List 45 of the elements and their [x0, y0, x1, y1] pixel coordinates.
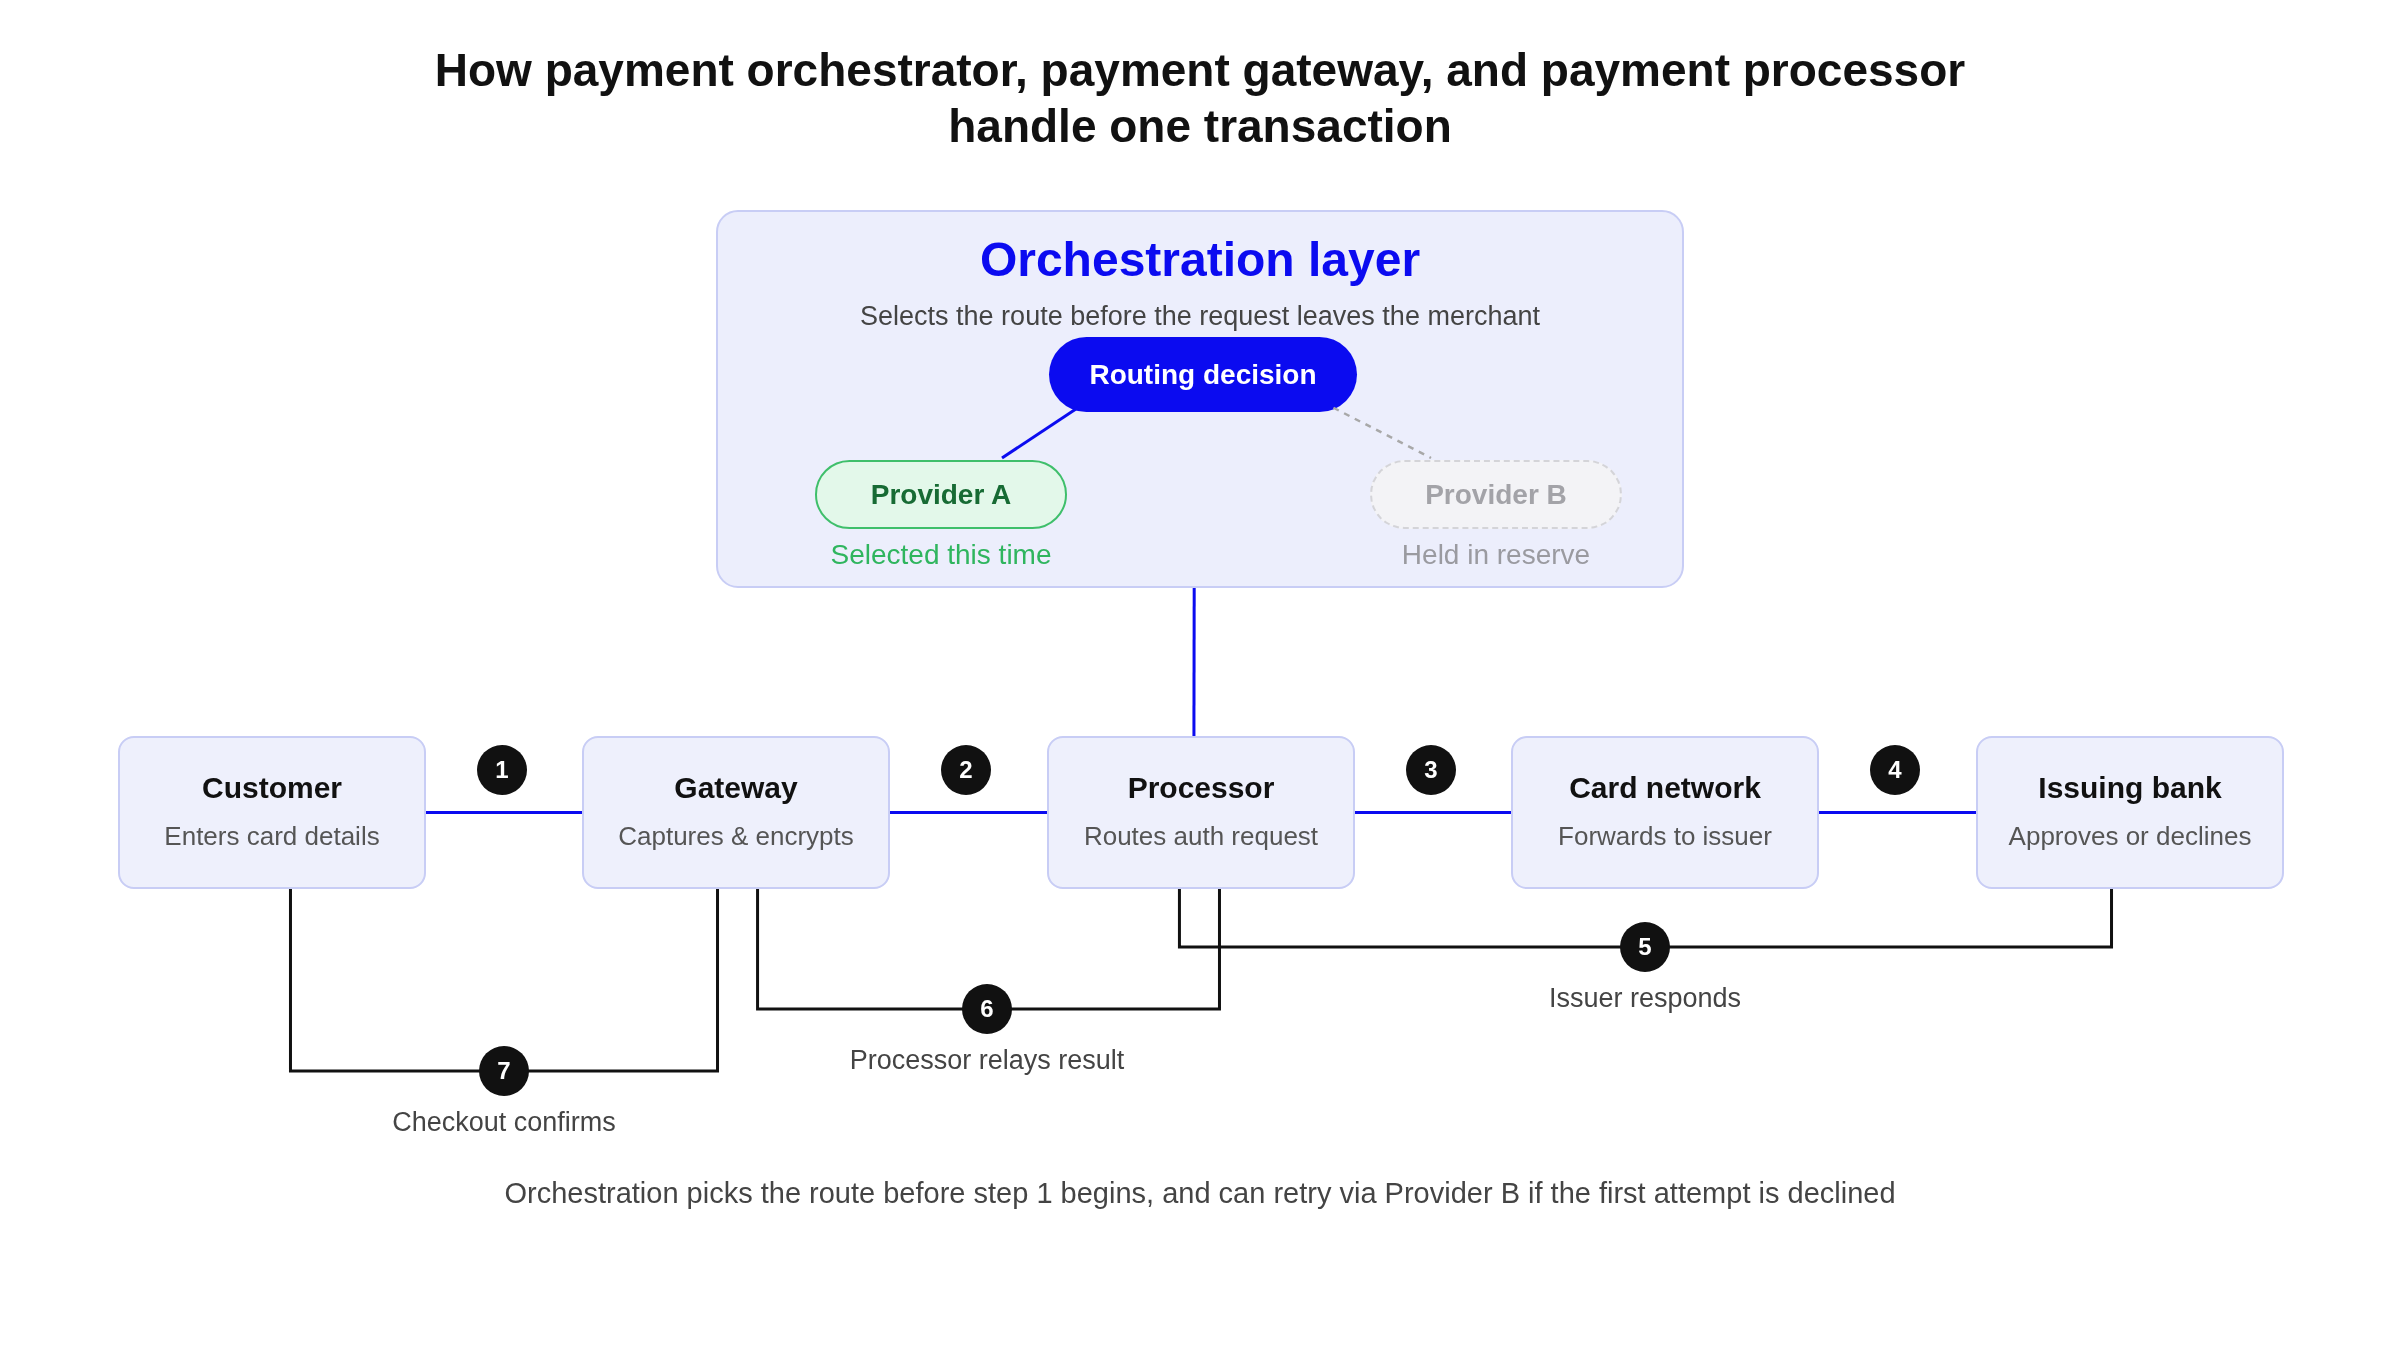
step-box	[1976, 736, 2284, 889]
node-title: Customer	[202, 770, 342, 807]
connector-line	[289, 889, 719, 1073]
connector-line	[1819, 811, 1976, 814]
connector-line	[1355, 811, 1511, 814]
connector-line	[1192, 588, 1196, 736]
step-number: 2	[941, 745, 991, 795]
connector-line	[890, 811, 1047, 814]
node-description: Captures & encrypts	[618, 819, 854, 853]
layer-panel	[716, 210, 1684, 588]
step-box	[1047, 736, 1355, 889]
status-caption: Selected this time	[829, 538, 1053, 572]
node-description: Enters card details	[164, 819, 380, 853]
node-description: Forwards to issuer	[1558, 819, 1772, 853]
edge-label: Issuer responds	[1548, 982, 1742, 1015]
node-title: Gateway	[674, 770, 798, 807]
node-title: Card network	[1569, 770, 1761, 807]
node-description: Routes auth request	[1083, 819, 1319, 853]
node-description: Selects the route before the request leaves the merchant	[860, 300, 1540, 333]
decision-pill: Routing decision	[1049, 337, 1357, 412]
step-box	[118, 736, 426, 889]
provider-pill: Provider A	[815, 460, 1067, 529]
diagram-title: How payment orchestrator, payment gateway, and payment processor handle one transaction	[433, 43, 1967, 154]
node-title: Issuing bank	[2038, 770, 2222, 807]
edge-label: Processor relays result	[849, 1044, 1125, 1077]
step-box	[1511, 736, 1819, 889]
status-caption: Held in reserve	[1400, 538, 1592, 572]
connector-line	[426, 811, 582, 814]
node-description: Approves or declines	[2008, 819, 2252, 853]
step-number: 6	[962, 984, 1012, 1034]
step-number: 1	[477, 745, 527, 795]
provider-pill: Provider B	[1370, 460, 1622, 529]
step-box	[582, 736, 890, 889]
step-number: 5	[1620, 922, 1670, 972]
step-number: 3	[1406, 745, 1456, 795]
connector-line	[1001, 406, 1079, 460]
node-title: Processor	[1127, 770, 1275, 807]
diagram-caption: Orchestration picks the route before step 1 begins, and can retry via Provider B if the first attempt is declined	[503, 1176, 1897, 1211]
step-number: 4	[1870, 745, 1920, 795]
node-title: Orchestration layer	[979, 232, 1421, 288]
edge-label: Checkout confirms	[392, 1106, 616, 1139]
connector-line	[1332, 406, 1432, 460]
connector-line	[756, 889, 1221, 1011]
connector-line	[1177, 889, 2113, 949]
step-number: 7	[479, 1046, 529, 1096]
